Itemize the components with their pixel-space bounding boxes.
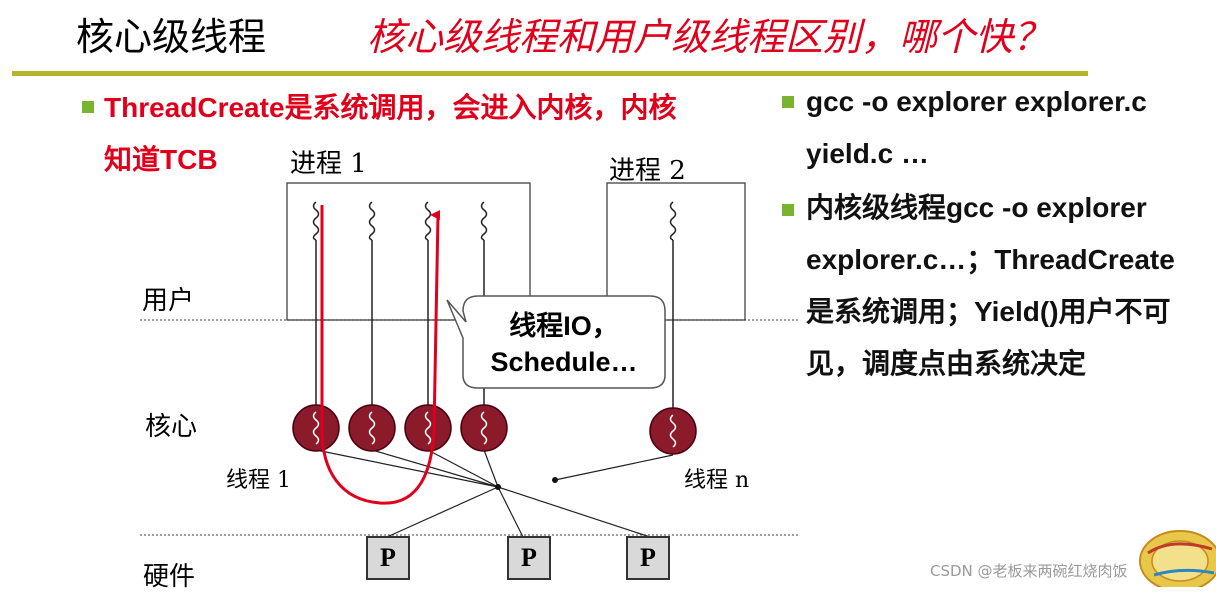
switch-arrow xyxy=(320,205,441,505)
callout-line1: 线程IO， xyxy=(509,311,619,341)
page-subtitle: 核心级线程和用户级线程区别，哪个快？ xyxy=(367,15,1052,59)
processor-box: P xyxy=(626,536,670,580)
title-divider xyxy=(12,71,1088,76)
user-space-label: 用户 xyxy=(142,286,195,316)
threadn-dot xyxy=(552,477,558,483)
processor-box: P xyxy=(507,536,551,580)
bullet-square-icon xyxy=(82,101,94,113)
right-bullet2-line4: 见，调度点由系统决定 xyxy=(806,348,1087,379)
bullet-square-icon xyxy=(782,204,794,216)
kernel-space-label: 核心 xyxy=(145,412,198,442)
os-logo-icon xyxy=(1139,530,1216,587)
scheduler-lines xyxy=(315,449,674,538)
callout-text: 线程IO， Schedule… xyxy=(466,308,662,380)
right-bullet2-line3: 是系统调用；Yield()用户不可 xyxy=(806,296,1171,327)
processor-box: P xyxy=(366,536,410,580)
threadn-label: 线程 n xyxy=(684,468,750,493)
callout-bubble xyxy=(446,295,666,389)
right-bullet2-line2: explorer.c…；ThreadCreate xyxy=(806,244,1175,275)
process2-label: 进程 2 xyxy=(609,156,686,186)
scheduler-junction xyxy=(495,484,501,490)
thread1-label: 线程 1 xyxy=(226,468,291,493)
left-bullet-line1: ThreadCreate是系统调用，会进入内核，内核 xyxy=(104,92,677,123)
thread-squiggles xyxy=(312,201,677,241)
bullet-square-icon xyxy=(782,96,794,108)
hardware-label: 硬件 xyxy=(143,562,196,592)
watermark-text: CSDN @老板来两碗红烧肉饭 xyxy=(930,562,1128,580)
process2-box xyxy=(606,182,746,321)
right-bullet1-line2: yield.c … xyxy=(806,138,929,169)
page-title: 核心级线程 xyxy=(76,15,267,59)
right-bullet2-line1: 内核级线程gcc -o explorer xyxy=(806,192,1147,223)
callout-line2: Schedule… xyxy=(490,347,638,377)
kernel-threads xyxy=(292,404,697,455)
left-bullet-line2: 知道TCB xyxy=(104,144,218,175)
right-bullet1-line1: gcc -o explorer explorer.c xyxy=(806,86,1147,117)
process1-box xyxy=(286,182,531,321)
kernel-thread-squiggles xyxy=(312,411,677,448)
process1-label: 进程 1 xyxy=(290,149,367,179)
